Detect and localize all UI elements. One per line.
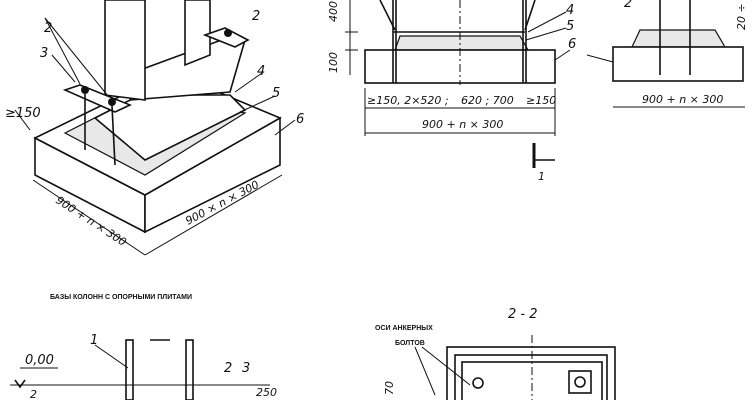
callout-2: 2 <box>252 9 260 24</box>
side-view: 900 + n × 300 2 20 ÷ <box>586 0 748 108</box>
dim-vertical: 20 ÷ <box>735 3 748 30</box>
callout-5: 5 <box>272 86 280 101</box>
callout-2: 2 <box>624 0 632 11</box>
anchor-nut <box>81 86 89 94</box>
column-flange-front <box>104 0 146 101</box>
section-2-2: 2 - 2 ОСИ АНКЕРНЫХ БОЛТОВ 70 <box>375 307 616 400</box>
dim-height-100: 100 <box>327 52 340 73</box>
column-flange-back <box>184 0 211 67</box>
grout-layer <box>631 29 727 48</box>
callout-6: 6 <box>568 37 576 52</box>
anchor-plate-right <box>202 27 250 48</box>
isometric-column-base: ≥150 2 3 2 4 5 6 900 + n × 300 900 × n ×… <box>5 0 304 256</box>
dim-250: 250 <box>256 386 277 399</box>
base-plate-outline <box>446 346 616 400</box>
dim-total: 900 + n × 300 <box>422 118 503 131</box>
section-title: 2 - 2 <box>508 307 538 322</box>
grout-layer <box>394 35 530 51</box>
anchor-bolt <box>574 376 586 388</box>
anchor-nut <box>224 29 232 37</box>
anchor-bolt <box>472 377 484 389</box>
callout-3: 3 <box>242 361 250 376</box>
note-line-1: ОСИ АНКЕРНЫХ <box>375 325 433 332</box>
dim-vertical: 70 <box>383 381 396 395</box>
note-line-2: БОЛТОВ <box>395 340 425 347</box>
bottom-left-view: 0,00 1 2 3 2 250 <box>10 333 277 400</box>
callout-4: 4 <box>566 3 574 18</box>
dim-total: 900 + n × 300 <box>642 93 723 106</box>
dim-height-400: 400 <box>327 1 340 22</box>
dim-middle: 620 ; 700 <box>461 94 514 107</box>
callout-3: 3 <box>40 46 48 61</box>
section-mark-label: 1 <box>538 170 545 183</box>
callout-6: 6 <box>296 112 304 127</box>
front-view: 400 100 4 5 6 ≥150, 2×520 ; 620 ; 700 ≥1… <box>327 0 576 183</box>
callout-1: 1 <box>90 333 98 348</box>
callout-2: 2 <box>224 361 232 376</box>
level-mark: 0,00 <box>25 353 54 368</box>
anchor-nut <box>108 98 116 106</box>
dim-left: ≥150, 2×520 ; <box>367 94 449 107</box>
callout-4: 4 <box>257 64 265 79</box>
callout-2: 2 <box>44 21 52 36</box>
dim-right: ≥150 <box>526 94 556 107</box>
callout-2-lower: 2 <box>30 388 37 400</box>
dim-offset-label: ≥150 <box>5 106 41 121</box>
callout-5: 5 <box>566 19 574 34</box>
foundation-block <box>612 46 744 82</box>
drawing-caption: БАЗЫ КОЛОНН С ОПОРНЫМИ ПЛИТАМИ <box>50 294 192 301</box>
